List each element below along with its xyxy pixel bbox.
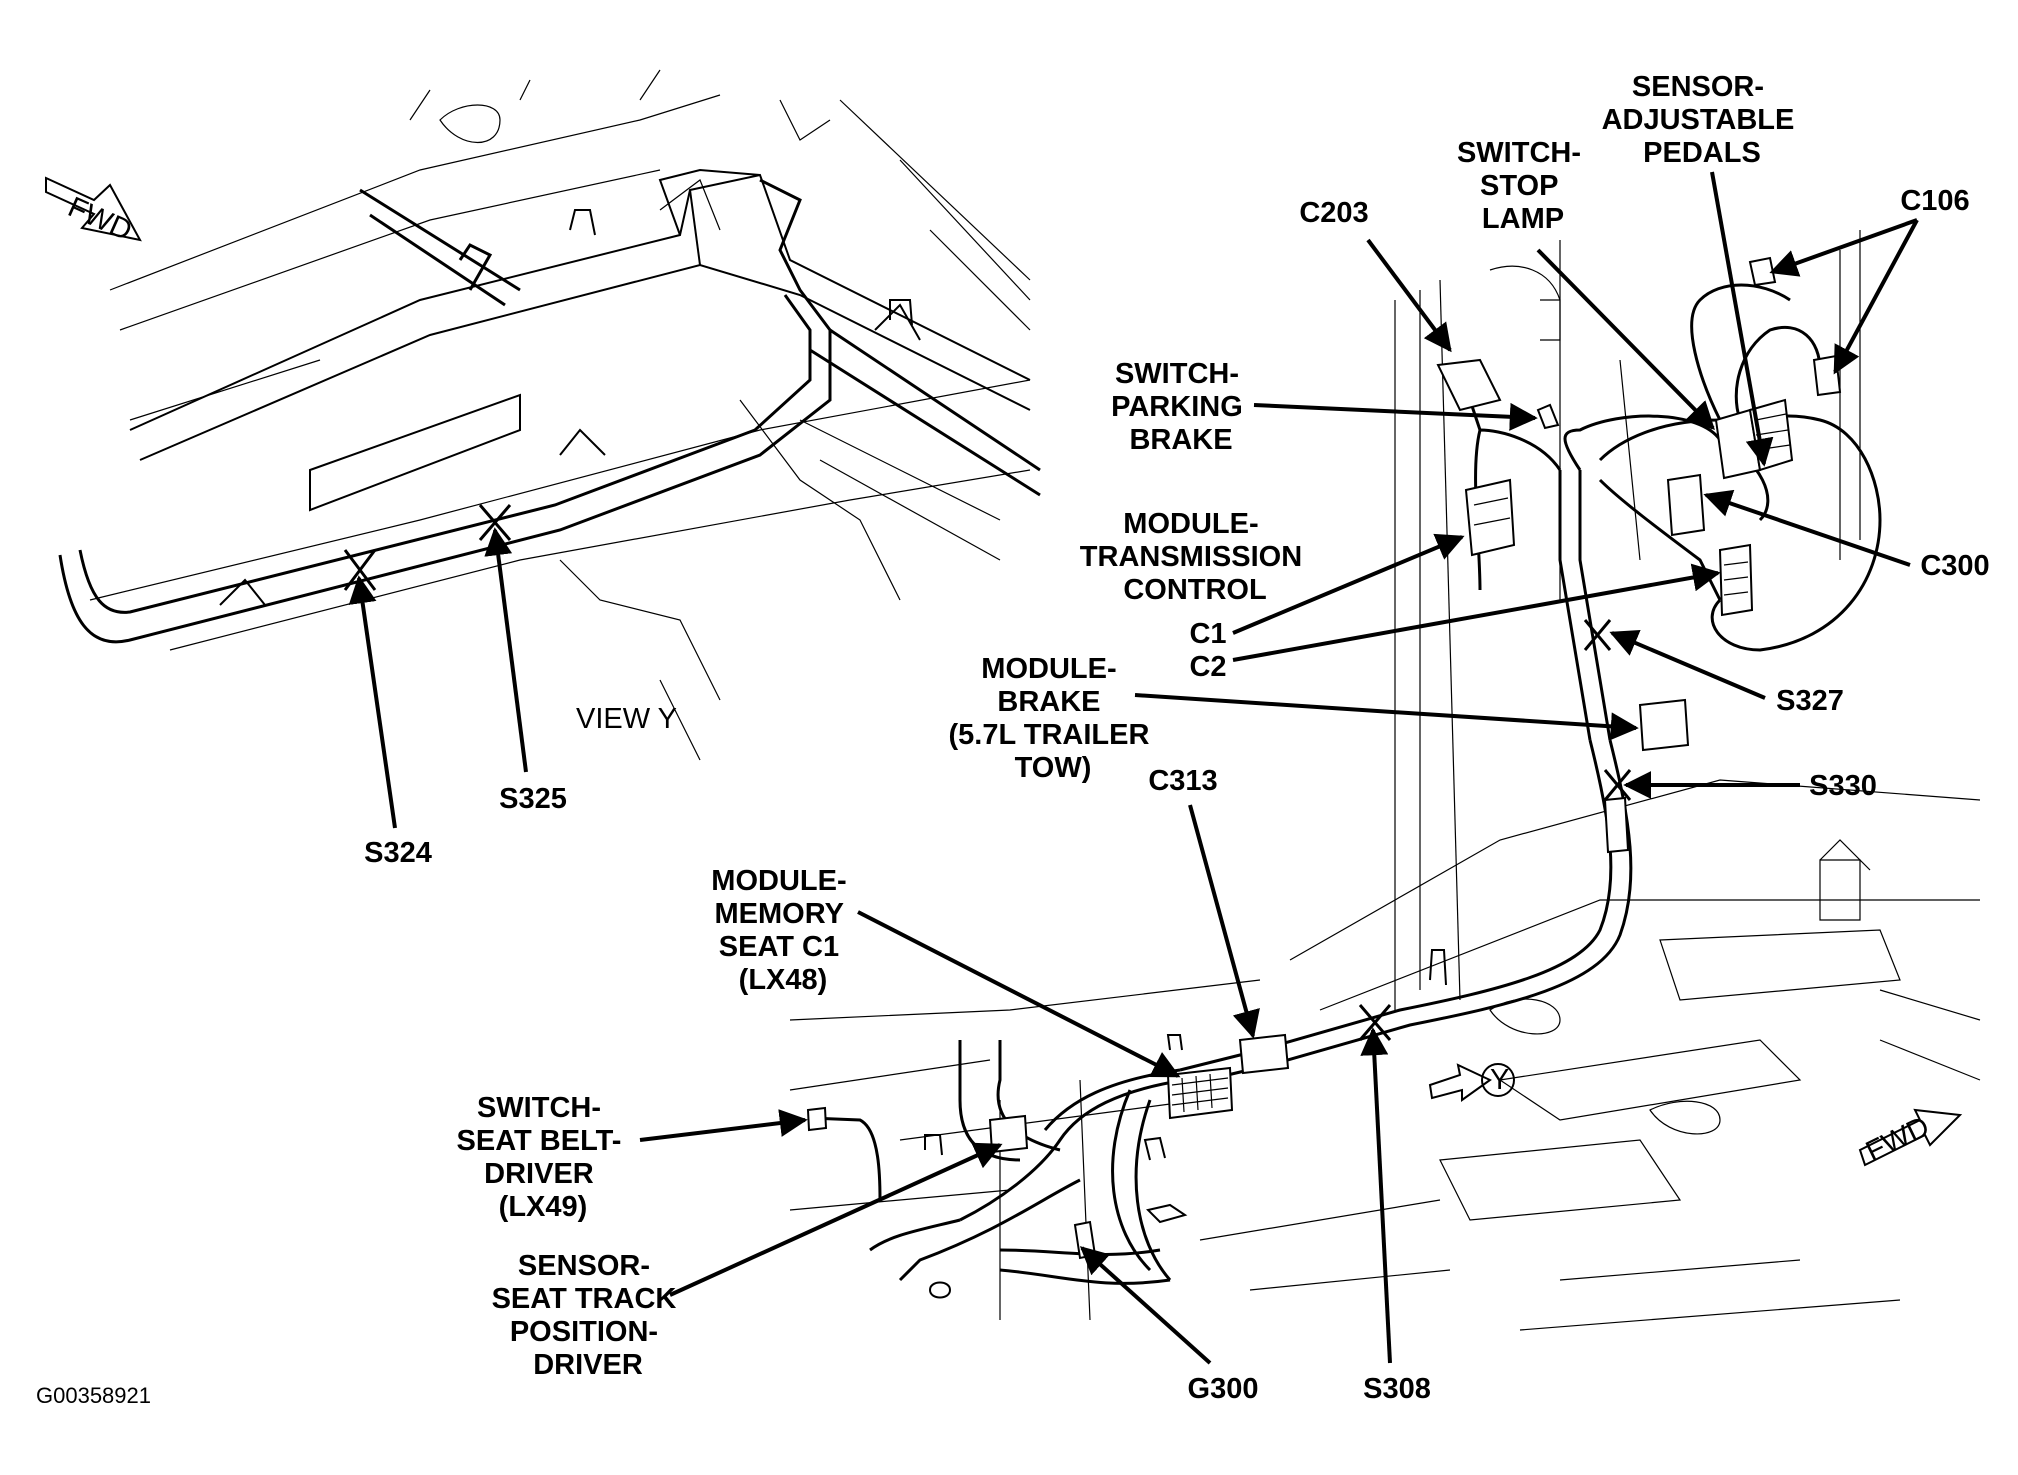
view-y-label: VIEW Y [576, 703, 677, 735]
label-module-memory-seat: MODULE- MEMORY SEAT C1 (LX48) [711, 865, 854, 996]
label-s330: S330 [1809, 770, 1877, 802]
view-y-direction-arrow: Y [1428, 1063, 1515, 1102]
leader-c106-b [1833, 219, 1919, 375]
leader-switch-stop-lamp [1536, 248, 1715, 430]
leader-switch-seat-belt [639, 1109, 808, 1142]
connector-pin-details [1171, 413, 1791, 1113]
view-y-crossmember [129, 168, 1031, 512]
leader-switch-parking-brake [1253, 402, 1538, 431]
label-switch-seat-belt: SWITCH- SEAT BELT- DRIVER (LX49) [457, 1092, 630, 1223]
label-c203: C203 [1299, 197, 1368, 229]
label-sensor-adjustable-pedals: SENSOR- ADJUSTABLE PEDALS [1602, 71, 1803, 169]
leader-module-memory-seat [857, 910, 1181, 1078]
main-connectors [806, 256, 1842, 1299]
main-clips [924, 949, 1447, 1161]
leader-lines [348, 171, 1919, 1365]
label-module-transmission-control: MODULE- TRANSMISSION CONTROL [1080, 508, 1310, 606]
view-y-floor-lines [89, 69, 1031, 761]
leader-c106-a [1769, 218, 1918, 277]
fwd-label-bottom: FWD [1861, 1111, 1934, 1169]
leader-module-brake [1134, 693, 1639, 741]
fwd-arrow-bottom-icon: FWD [1858, 1108, 1963, 1169]
label-s308: S308 [1363, 1373, 1431, 1405]
view-y-clips [219, 209, 921, 606]
label-module-brake: MODULE- BRAKE (5.7L TRAILER TOW) [949, 653, 1158, 784]
label-c106: C106 [1900, 185, 1969, 217]
label-s327: S327 [1776, 685, 1844, 717]
label-c2: C2 [1189, 651, 1226, 683]
main-body-panels [789, 230, 1981, 1331]
leader-s308 [1360, 1027, 1392, 1364]
leader-s324 [348, 575, 397, 829]
label-c313: C313 [1148, 765, 1217, 797]
leader-module-transmission-control-c1 [1232, 533, 1465, 635]
leader-c203 [1366, 238, 1452, 353]
leader-sensor-seat-track [669, 1142, 1003, 1297]
view-y-inset: FWD VIEW Y [45, 69, 1041, 761]
leader-s325 [484, 527, 528, 773]
label-g300: G300 [1188, 1373, 1259, 1405]
view-y-harness [58, 178, 1041, 644]
figure-id: G00358921 [36, 1383, 151, 1408]
label-s324: S324 [364, 837, 432, 869]
label-switch-parking-brake: SWITCH- PARKING BRAKE [1111, 358, 1251, 456]
leader-g300 [1079, 1246, 1212, 1365]
fwd-label: FWD [63, 191, 136, 247]
label-c1: C1 [1189, 618, 1226, 650]
leader-c313 [1188, 804, 1260, 1039]
main-view: Y FWD [789, 230, 1981, 1331]
leader-c300 [1703, 489, 1911, 567]
fwd-arrow-icon: FWD [45, 176, 142, 247]
callout-labels: SENSOR- ADJUSTABLE PEDALS SWITCH- STOP L… [364, 71, 1990, 1405]
leader-module-transmission-control-c2 [1232, 563, 1721, 662]
label-c300: C300 [1920, 550, 1989, 582]
label-switch-stop-lamp: SWITCH- STOP LAMP [1457, 137, 1589, 235]
label-sensor-seat-track: SENSOR- SEAT TRACK POSITION- DRIVER [492, 1250, 685, 1381]
label-s325: S325 [499, 783, 567, 815]
view-marker-label: Y [1490, 1064, 1509, 1096]
leader-sensor-adjustable-pedals [1710, 171, 1774, 467]
main-splice-marks [1358, 619, 1632, 1041]
leader-s327 [1609, 629, 1766, 700]
